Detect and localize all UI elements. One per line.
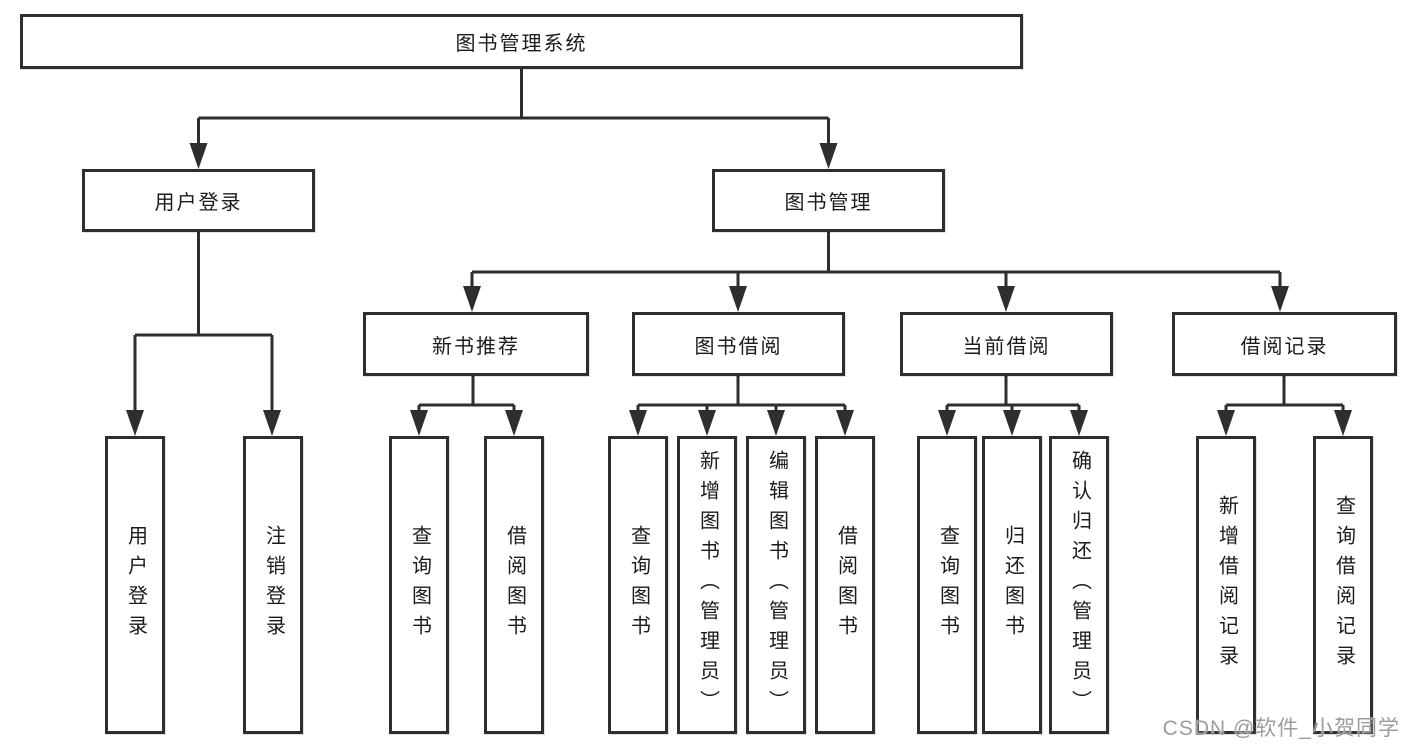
leaf-label: 编辑图书（管理员） — [765, 450, 788, 720]
leaf-query-books-borrow: 查询图书 — [608, 436, 668, 734]
node-book-borrowing: 图书借阅 — [632, 312, 845, 376]
node-label: 图书管理系统 — [455, 33, 588, 55]
node-book-management: 图书管理 — [712, 169, 945, 232]
leaf-label: 新增借阅记录 — [1215, 495, 1238, 675]
leaf-user-login: 用户登录 — [105, 436, 165, 734]
node-label: 图书借阅 — [694, 335, 783, 358]
leaf-add-borrow-record: 新增借阅记录 — [1196, 436, 1256, 734]
node-new-book-recommend: 新书推荐 — [363, 312, 589, 376]
node-label: 用户登录 — [154, 192, 243, 214]
leaf-label: 注销登录 — [262, 525, 285, 645]
leaf-label: 确认归还（管理员） — [1068, 450, 1091, 720]
leaf-query-books-current: 查询图书 — [917, 436, 977, 734]
leaf-add-book-admin: 新增图书（管理员） — [677, 436, 737, 734]
leaf-label: 查询图书 — [627, 525, 650, 645]
arrowheads — [126, 143, 1352, 436]
leaf-query-books-newbook: 查询图书 — [389, 436, 449, 734]
node-borrow-records: 借阅记录 — [1172, 312, 1397, 376]
leaf-borrow-books-borrow: 借阅图书 — [815, 436, 875, 734]
leaf-query-borrow-record: 查询借阅记录 — [1313, 436, 1373, 734]
node-label: 新书推荐 — [432, 335, 520, 358]
leaf-label: 归还图书 — [1001, 525, 1024, 645]
leaf-label: 借阅图书 — [834, 525, 857, 645]
node-label: 借阅记录 — [1240, 335, 1329, 358]
leaf-confirm-return-admin: 确认归还（管理员） — [1049, 436, 1109, 734]
leaf-edit-book-admin: 编辑图书（管理员） — [746, 436, 806, 734]
watermark: CSDN @软件_小贺同学 — [1162, 717, 1400, 740]
leaf-label: 查询借阅记录 — [1332, 495, 1355, 675]
leaf-label: 借阅图书 — [503, 525, 526, 645]
node-library-system: 图书管理系统 — [20, 14, 1023, 69]
leaf-label: 查询图书 — [408, 525, 431, 645]
node-label: 当前借阅 — [962, 335, 1051, 358]
leaf-label: 新增图书（管理员） — [696, 450, 719, 720]
leaf-logout: 注销登录 — [243, 436, 303, 734]
node-current-borrowing: 当前借阅 — [900, 312, 1113, 376]
node-label: 图书管理 — [784, 192, 873, 214]
leaf-label: 查询图书 — [936, 525, 959, 645]
leaf-borrow-books-newbook: 借阅图书 — [484, 436, 544, 734]
leaf-return-book: 归还图书 — [982, 436, 1042, 734]
node-user-login: 用户登录 — [82, 169, 315, 232]
leaf-label: 用户登录 — [124, 525, 147, 645]
